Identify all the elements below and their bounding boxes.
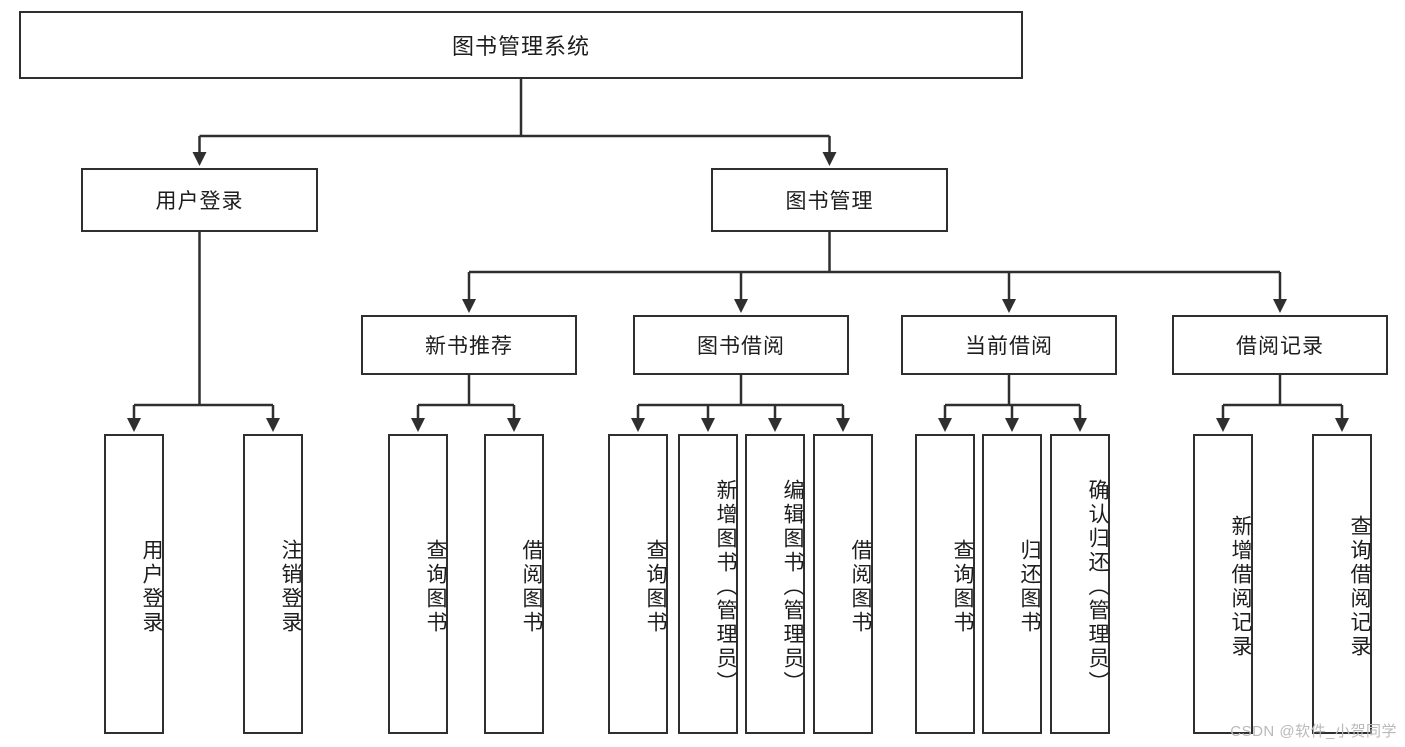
node-label: 新增图书（管理员） [714, 479, 737, 695]
arrowhead-to-leaf-query-book-2 [631, 418, 645, 432]
arrowhead-to-current-borrow [1002, 299, 1016, 313]
node-leaf-borrow-book-2[interactable]: 借阅图书 [813, 434, 873, 734]
arrowhead-to-leaf-query-book-3 [938, 418, 952, 432]
arrowhead-to-borrow-record [1273, 299, 1287, 313]
arrowhead-to-leaf-borrow-book-2 [836, 418, 850, 432]
arrowhead-to-user-login [192, 152, 207, 166]
node-label: 查询图书 [644, 539, 667, 635]
node-label: 图书借阅 [697, 335, 785, 358]
arrowhead-to-leaf-add-record [1216, 418, 1230, 432]
node-leaf-query-book-2[interactable]: 查询图书 [608, 434, 668, 734]
arrowhead-to-leaf-borrow-book-1 [507, 418, 521, 432]
node-label: 借阅图书 [520, 539, 543, 635]
node-leaf-edit-book[interactable]: 编辑图书（管理员） [745, 434, 805, 734]
node-label: 当前借阅 [965, 335, 1053, 358]
node-label: 新书推荐 [425, 335, 513, 358]
node-label: 注销登录 [279, 539, 302, 635]
node-label: 归还图书 [1018, 539, 1041, 635]
node-leaf-confirm-return[interactable]: 确认归还（管理员） [1050, 434, 1110, 734]
node-leaf-add-record[interactable]: 新增借阅记录 [1193, 434, 1253, 734]
node-label: 确认归还（管理员） [1086, 479, 1109, 695]
node-label: 图书管理 [785, 190, 874, 213]
node-label: 新增借阅记录 [1229, 515, 1252, 659]
node-leaf-add-book[interactable]: 新增图书（管理员） [678, 434, 738, 734]
node-label: 查询图书 [424, 539, 447, 635]
arrowhead-to-leaf-confirm-return [1073, 418, 1087, 432]
node-label: 用户登录 [140, 539, 163, 635]
arrowhead-to-book-borrow [734, 299, 748, 313]
arrowhead-to-leaf-query-book-1 [411, 418, 425, 432]
node-label: 图书管理系统 [451, 34, 590, 59]
arrowhead-to-leaf-logout [266, 418, 280, 432]
node-book-borrow[interactable]: 图书借阅 [633, 315, 849, 375]
node-label: 用户登录 [155, 190, 244, 213]
arrowhead-to-new-book-rec [462, 299, 476, 313]
node-leaf-query-book-3[interactable]: 查询图书 [915, 434, 975, 734]
node-leaf-borrow-book-1[interactable]: 借阅图书 [484, 434, 544, 734]
node-leaf-logout[interactable]: 注销登录 [243, 434, 303, 734]
arrowhead-to-leaf-user-login [127, 418, 141, 432]
node-label: 查询图书 [951, 539, 974, 635]
node-root[interactable]: 图书管理系统 [19, 11, 1023, 79]
node-new-book-rec[interactable]: 新书推荐 [361, 315, 577, 375]
node-borrow-record[interactable]: 借阅记录 [1172, 315, 1388, 375]
arrowhead-to-book-manage [822, 152, 837, 166]
node-book-manage[interactable]: 图书管理 [711, 168, 948, 232]
node-leaf-query-record[interactable]: 查询借阅记录 [1312, 434, 1372, 734]
node-leaf-query-book-1[interactable]: 查询图书 [388, 434, 448, 734]
arrowhead-to-leaf-return-book [1005, 418, 1019, 432]
arrowhead-to-leaf-query-record [1335, 418, 1349, 432]
node-leaf-user-login[interactable]: 用户登录 [104, 434, 164, 734]
node-label: 查询借阅记录 [1348, 515, 1371, 659]
node-label: 借阅图书 [849, 539, 872, 635]
node-current-borrow[interactable]: 当前借阅 [901, 315, 1117, 375]
node-user-login[interactable]: 用户登录 [81, 168, 318, 232]
node-leaf-return-book[interactable]: 归还图书 [982, 434, 1042, 734]
node-label: 借阅记录 [1236, 335, 1324, 358]
node-label: 编辑图书（管理员） [781, 479, 804, 695]
arrowhead-to-leaf-edit-book [768, 418, 782, 432]
arrowhead-to-leaf-add-book [701, 418, 715, 432]
watermark-label: CSDN @软件_小贺同学 [1230, 723, 1397, 740]
